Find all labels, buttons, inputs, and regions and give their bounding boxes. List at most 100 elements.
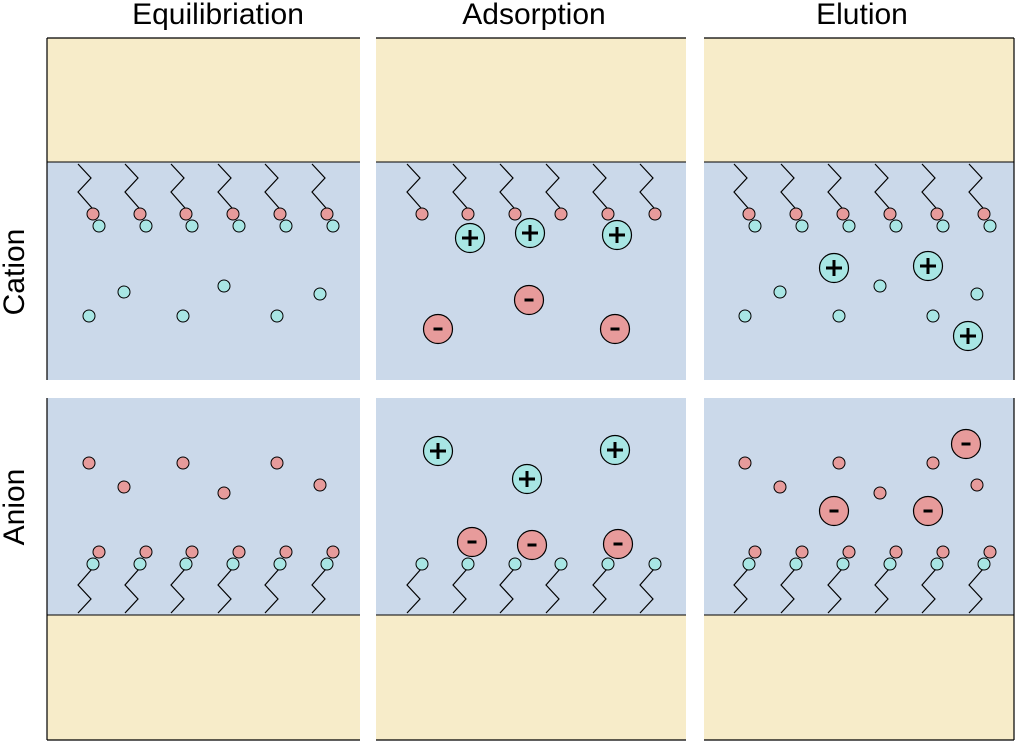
ligand-chain [639,163,655,209]
counter-ion-negative [92,545,106,559]
ligand-chain [968,163,984,209]
fixed-negative-group [226,207,240,221]
fixed-positive-group [554,557,568,571]
free-positive-ion [117,285,131,299]
anion-buffer-region [376,398,686,615]
cation-ion [818,252,850,284]
fixed-negative-group [648,207,662,221]
ligand-chain [499,568,515,614]
ligand-chain [406,163,422,209]
ligand-chain [170,163,186,209]
ligand-chain [264,163,280,209]
ligand-chain [77,163,93,209]
resin-matrix-bottom [704,615,1014,740]
anion-ion [912,495,944,527]
fixed-positive-group [133,557,147,571]
fixed-negative-group [415,207,429,221]
fixed-negative-group [554,207,568,221]
free-positive-ion [270,309,284,323]
resin-matrix-top [47,38,360,162]
column-title-adsorption: Adsorption [462,0,605,31]
fixed-negative-group [273,207,287,221]
counter-ion-negative [748,545,762,559]
free-negative-ion [82,456,96,470]
ligand-chain [217,163,233,209]
fixed-negative-group [883,207,897,221]
fixed-negative-group [789,207,803,221]
free-positive-ion [82,309,96,323]
ligand-chain [545,568,561,614]
fixed-positive-group [273,557,287,571]
fixed-positive-group [320,557,334,571]
resin-matrix-bottom [376,615,686,740]
counter-ion-positive [326,219,340,233]
column-title-equilibriation: Equilibriation [132,0,304,31]
ligand-chain [545,163,561,209]
anion-buffer-region [47,398,360,615]
fixed-positive-group [648,557,662,571]
free-positive-ion [970,287,984,301]
free-positive-ion [873,279,887,293]
ligand-chain [406,568,422,614]
counter-ion-positive [185,219,199,233]
ligand-chain [592,163,608,209]
row-label-anion: Anion [0,469,31,546]
fixed-negative-group [86,207,100,221]
free-positive-ion [773,285,787,299]
ligand-chain [592,568,608,614]
ligand-chain [874,163,890,209]
anion-ion [599,313,631,345]
cation-ion [514,217,546,249]
fixed-negative-group [836,207,850,221]
free-negative-ion [773,480,787,494]
row-label-cation: Cation [0,229,31,316]
ligand-chain [124,568,140,614]
ligand-chain [311,163,327,209]
fixed-positive-group [461,557,475,571]
fixed-negative-group [601,207,615,221]
counter-ion-negative [795,545,809,559]
free-positive-ion [176,309,190,323]
anion-ion [950,428,982,460]
ligand-chain [921,163,937,209]
cation-ion [912,250,944,282]
fixed-negative-group [133,207,147,221]
anion-ion [513,284,545,316]
ligand-chain [499,163,515,209]
ligand-chain [827,163,843,209]
ligand-chain [170,568,186,614]
fixed-negative-group [179,207,193,221]
cation-ion [599,434,631,466]
column-title-elution: Elution [816,0,908,31]
panels-group [46,37,1016,741]
ligand-chain [733,568,749,614]
fixed-positive-group [508,557,522,571]
fixed-negative-group [977,207,991,221]
counter-ion-positive [279,219,293,233]
anion-ion [818,495,850,527]
fixed-positive-group [179,557,193,571]
counter-ion-negative [983,545,997,559]
ligand-chain [217,568,233,614]
fixed-positive-group [415,557,429,571]
cation-ion [601,219,633,251]
free-positive-ion [832,309,846,323]
ligand-chain [311,568,327,614]
resin-matrix-top [704,38,1014,162]
free-negative-ion [217,486,231,500]
counter-ion-positive [748,219,762,233]
fixed-negative-group [742,207,756,221]
free-negative-ion [313,478,327,492]
counter-ion-negative [185,545,199,559]
fixed-negative-group [930,207,944,221]
ligand-chain [874,568,890,614]
fixed-negative-group [320,207,334,221]
resin-matrix-top [376,38,686,162]
fixed-positive-group [601,557,615,571]
free-positive-ion [738,309,752,323]
ligand-chain [452,163,468,209]
counter-ion-negative [139,545,153,559]
anion-ion [602,528,634,560]
fixed-negative-group [508,207,522,221]
